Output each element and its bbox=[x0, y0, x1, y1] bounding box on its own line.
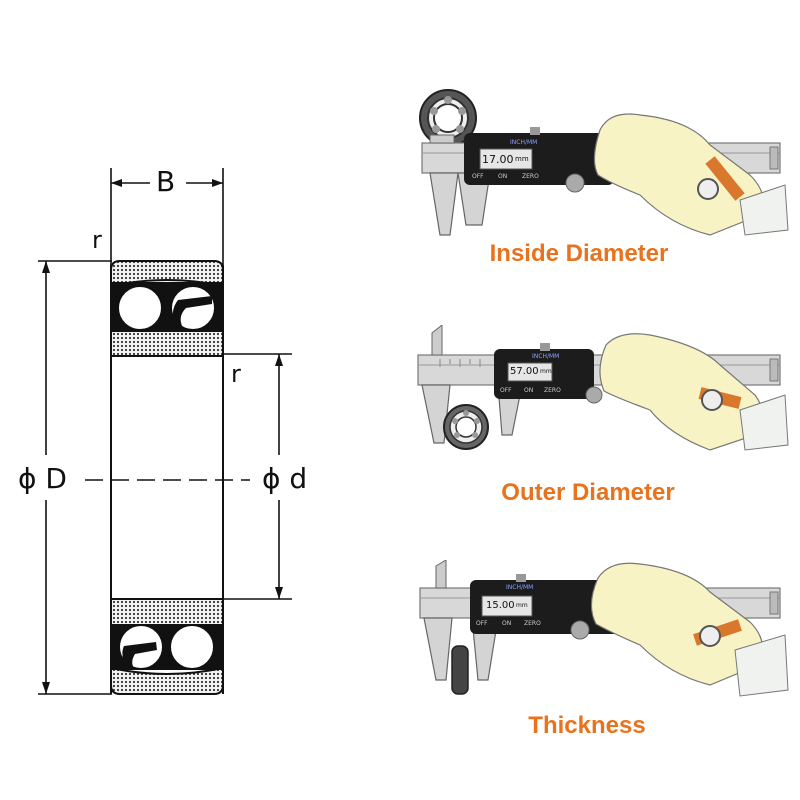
bearing-drawing bbox=[38, 168, 292, 695]
width-dimension bbox=[110, 168, 224, 265]
bearing-icon bbox=[451, 645, 469, 695]
on-button: ON bbox=[502, 620, 512, 627]
mode-label: INCH/MM bbox=[510, 139, 538, 146]
caliper-reading: 57.00 bbox=[510, 366, 539, 377]
caliper-illustration bbox=[419, 89, 789, 236]
bearing-top-section bbox=[110, 260, 224, 357]
off-button: OFF bbox=[472, 173, 484, 180]
caliper-reading: 15.00 bbox=[486, 600, 515, 611]
caption-thickness: Thickness bbox=[528, 712, 646, 739]
bearing-bottom-section bbox=[110, 598, 224, 695]
caliper-illustration bbox=[419, 559, 789, 697]
outer-diameter-label: ϕ D bbox=[18, 462, 67, 495]
caliper-unit: mm bbox=[540, 368, 552, 375]
off-button: OFF bbox=[500, 387, 512, 394]
caption-inside-diameter: Inside Diameter bbox=[489, 240, 669, 267]
inner-diameter-dimension bbox=[224, 353, 292, 600]
zero-button: ZERO bbox=[544, 387, 561, 394]
on-button: ON bbox=[498, 173, 508, 180]
zero-button: ZERO bbox=[524, 620, 541, 627]
caliper-inside-diameter: INCH/MM 17.00 mm OFF ON ZERO bbox=[410, 85, 790, 245]
outer-diameter-dimension bbox=[38, 260, 112, 695]
caliper-unit: mm bbox=[515, 155, 529, 163]
mode-label: INCH/MM bbox=[532, 353, 560, 360]
width-label: B bbox=[156, 165, 176, 198]
inner-diameter-label: ϕ d bbox=[262, 462, 308, 495]
off-button: OFF bbox=[476, 620, 488, 627]
caliper-unit: mm bbox=[516, 602, 528, 609]
caliper-outer-diameter: INCH/MM 57.00 mm OFF ON ZERO bbox=[410, 323, 790, 455]
radius-label-bore: r bbox=[231, 360, 241, 388]
radius-label-top: r bbox=[92, 226, 102, 254]
caliper-illustration bbox=[417, 323, 789, 451]
caption-outer-diameter: Outer Diameter bbox=[501, 479, 675, 506]
caliper-thickness: INCH/MM 15.00 mm OFF ON ZERO bbox=[410, 559, 790, 700]
on-button: ON bbox=[524, 387, 534, 394]
zero-button: ZERO bbox=[522, 173, 539, 180]
caliper-reading: 17.00 bbox=[482, 153, 514, 166]
mode-label: INCH/MM bbox=[506, 584, 534, 591]
bearing-icon bbox=[443, 404, 489, 450]
